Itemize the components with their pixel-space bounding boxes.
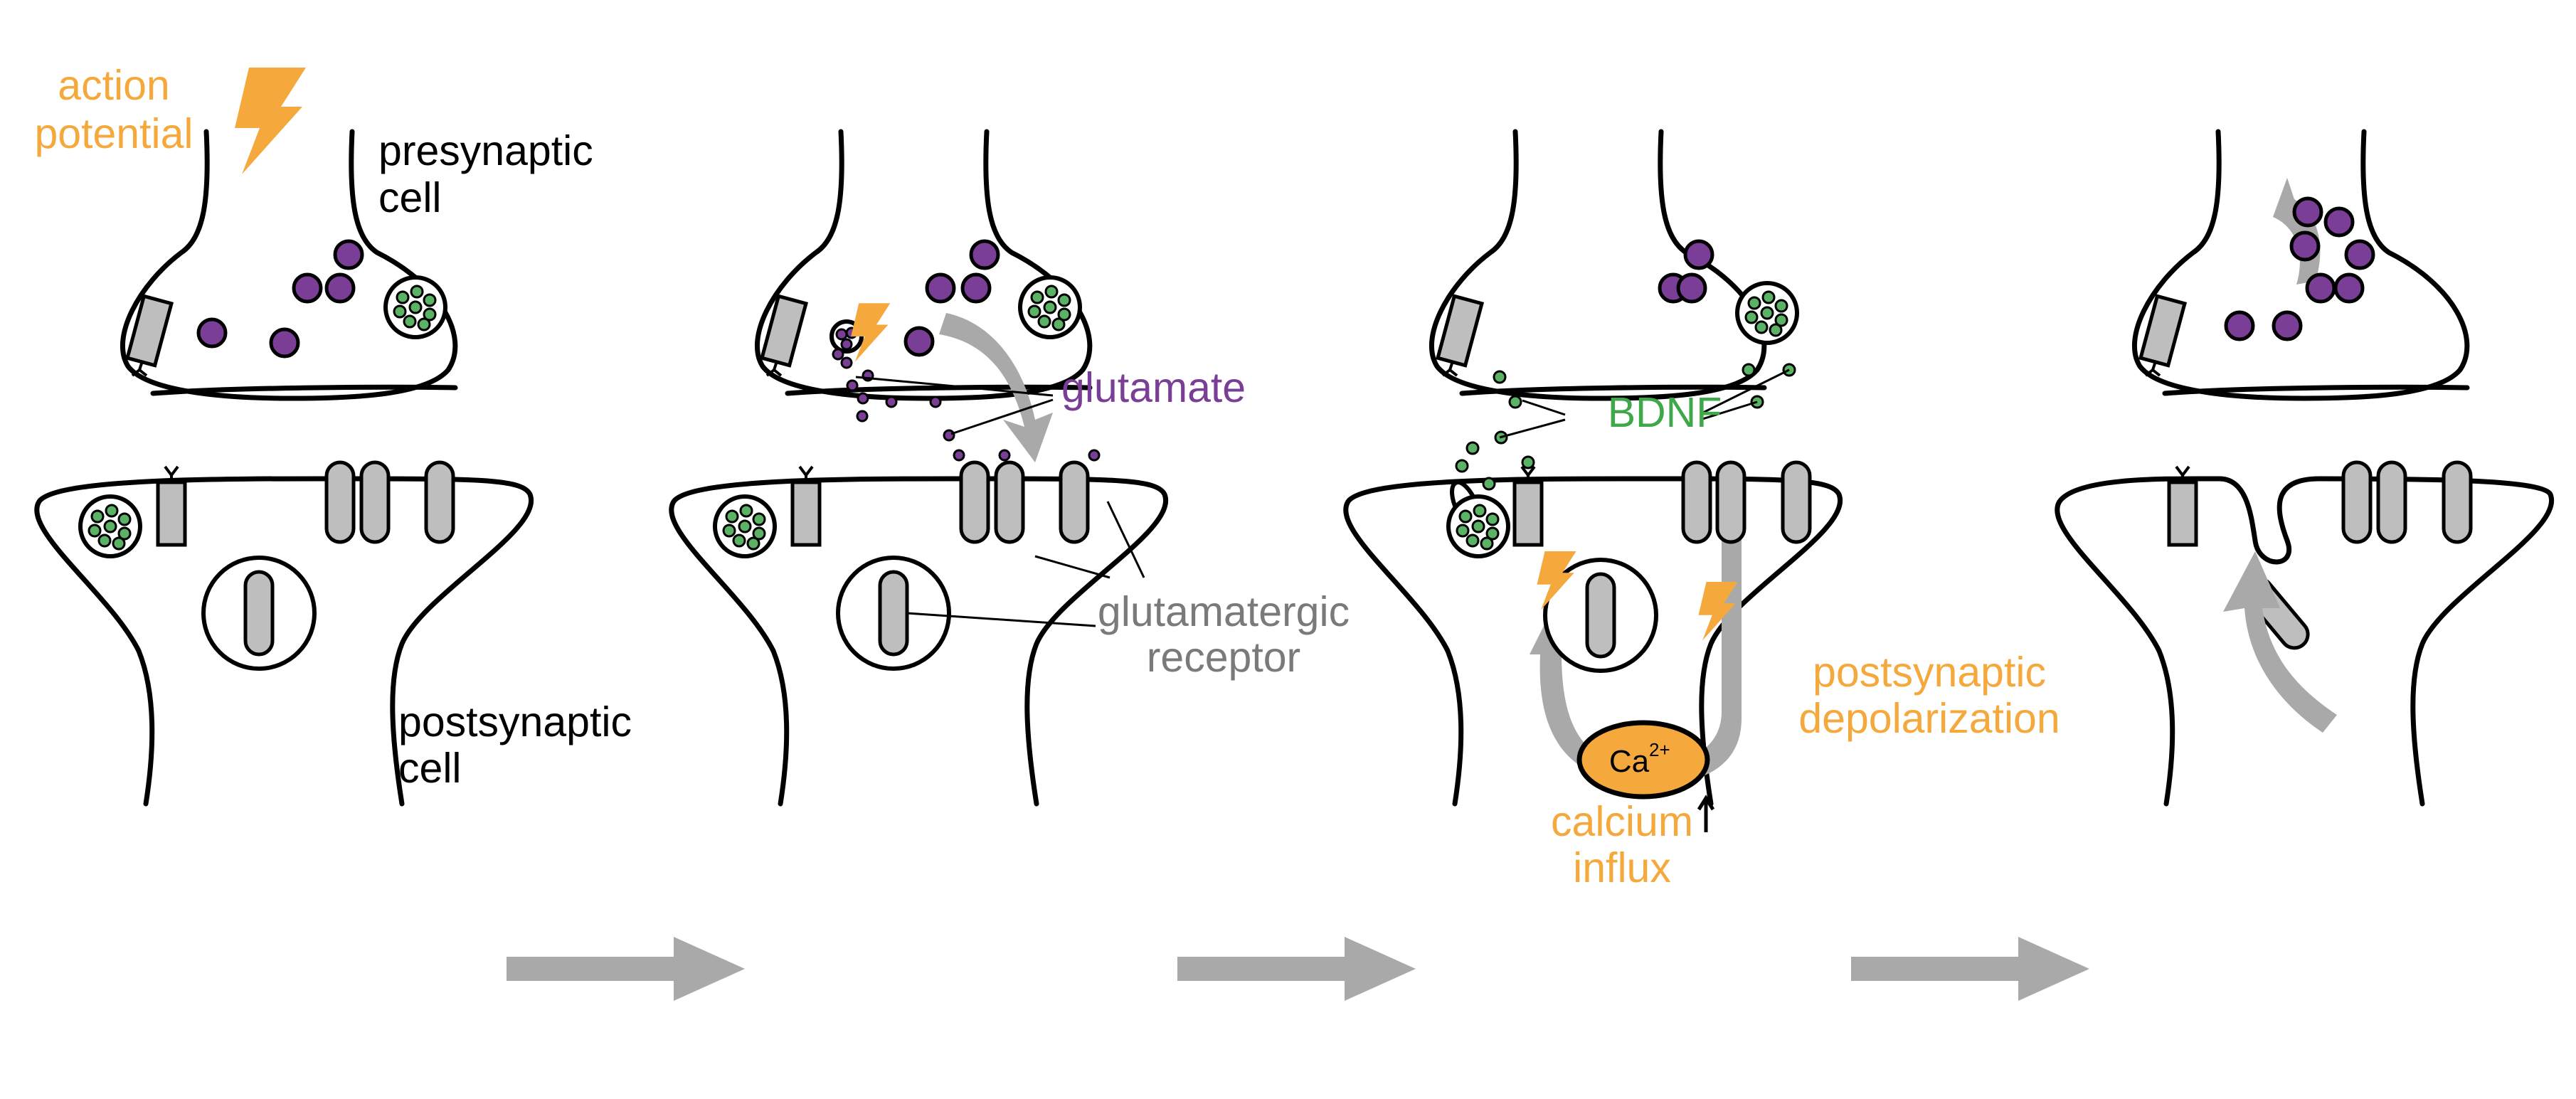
glutamate-vesicle [2274,312,2301,339]
glutamate-vesicle [327,275,354,302]
bdnf-vesicle-fusing [1737,283,1797,343]
glutamate-molecule [840,356,853,369]
bdnf-vesicle-postsynaptic [715,497,775,556]
glutamatergic-receptor-label: receptor [1147,634,1300,681]
glutamate-molecule [943,429,955,442]
glutamate-vesicle [294,275,321,302]
glutamatergic-receptor [1683,462,1710,542]
glutamate-vesicle [271,329,298,356]
glutamate-vesicle [906,328,933,355]
action-potential-label: potential [34,110,193,157]
postsynaptic-spine-4 [2055,476,2555,807]
panel-2-glutamate-release [672,132,1166,804]
presynaptic-terminal-3 [1431,132,1764,398]
glutamate-vesicle [963,275,990,302]
stage-arrow [1851,937,2089,1001]
bdnf-vesicle-postsynaptic [80,497,140,556]
glutamate-molecule [832,348,844,361]
bdnf-vesicle-presynaptic [386,277,445,337]
receptor-store [203,558,314,669]
glutamate-molecule [1088,449,1101,462]
glutamate-molecule [857,392,869,405]
leader-lines-2 [855,376,1145,627]
release-arrow [939,313,1053,462]
panel-4-receptor-insertion [2055,132,2555,807]
glutamate-molecule [840,338,853,351]
glutamate-molecule [835,328,848,341]
glutamatergic-receptor-label: glutamatergic [1098,588,1350,635]
calcium-influx-label: influx [1573,844,1671,891]
calcium-influx-label: calcium [1551,798,1693,845]
recycling-arrow [2273,178,2321,285]
glutamate-vesicle [1678,275,1705,302]
receptor-store [838,558,949,669]
bdnf-label: BDNF [1608,389,1722,436]
panel-3-bdnf-release [1346,132,1840,804]
postsynaptic-cell-label: cell [398,745,462,792]
glutamatergic-receptor [2378,462,2405,542]
postsynaptic-depolarization-label: depolarization [1798,695,2060,742]
lightning-bolt-icon [851,303,891,362]
glutamatergic-receptor [2444,462,2471,542]
calcium-ion [1576,720,1710,800]
glutamatergic-receptor [426,462,453,542]
stage-arrow [507,937,745,1001]
leader-lines-3 [1499,368,1790,439]
glutamate-vesicle [1685,241,1712,268]
glutamate-vesicle [2307,275,2334,302]
glutamate-vesicle [198,319,226,346]
glutamate-molecule [846,379,859,392]
glutamate-molecule [856,410,869,423]
action-potential-label: action [58,62,169,109]
glutamatergic-receptor [1717,462,1744,542]
panel-4-contents [2141,178,2471,733]
panel-2-contents: glutamate glutamatergic receptor [715,241,1350,681]
glutamate-label: glutamate [1061,364,1246,411]
glutamate-vesicle [927,275,954,302]
glutamate-molecule [953,449,965,462]
bdnf-vesicle-postsynaptic [1448,497,1508,556]
glutamatergic-receptor [1783,462,1810,542]
postsynaptic-cell-label: postsynaptic [398,699,632,745]
glutamate-molecule [929,395,942,408]
calcium-charge: 2+ [1649,739,1670,760]
panel-1-contents: action potential presynaptic cell postsy… [34,62,632,792]
glutamate-molecule [885,395,898,408]
glutamatergic-receptor [996,462,1023,542]
bdnf-vesicle-presynaptic [1020,277,1080,337]
glutamate-vesicle [2326,208,2353,235]
glutamatergic-receptor [327,462,354,542]
glutamate-vesicle [2291,233,2318,260]
glutamate-vesicle [971,241,998,268]
glutamatergic-receptor [361,462,388,542]
glutamate-vesicle [335,241,362,268]
glutamatergic-receptor [1061,462,1088,542]
presynaptic-cell-label: cell [378,174,442,221]
stage-arrow [1177,937,1416,1001]
presynaptic-terminal-2 [757,132,1090,398]
lightning-bolt-icon [235,68,306,174]
glutamatergic-receptor [2343,462,2370,542]
glutamate-vesicle [2336,275,2363,302]
glutamate-vesicle [2346,241,2373,268]
insertion-arrow [2223,551,2337,733]
calcium-symbol: Ca [1609,744,1650,779]
panel-3-contents: Ca 2+ BDNF postsynaptic depolarization c… [851,241,2060,891]
glutamate-vesicle [2294,198,2321,225]
glutamate-molecule [998,449,1011,462]
glutamatergic-receptor [961,462,988,542]
influx-arrow-icon [1697,795,1715,832]
glutamate-vesicle [2226,312,2253,339]
postsynaptic-depolarization-label: postsynaptic [1813,649,2046,696]
presynaptic-cell-label: presynaptic [378,127,593,174]
depolarization-arrow [1530,509,1742,785]
